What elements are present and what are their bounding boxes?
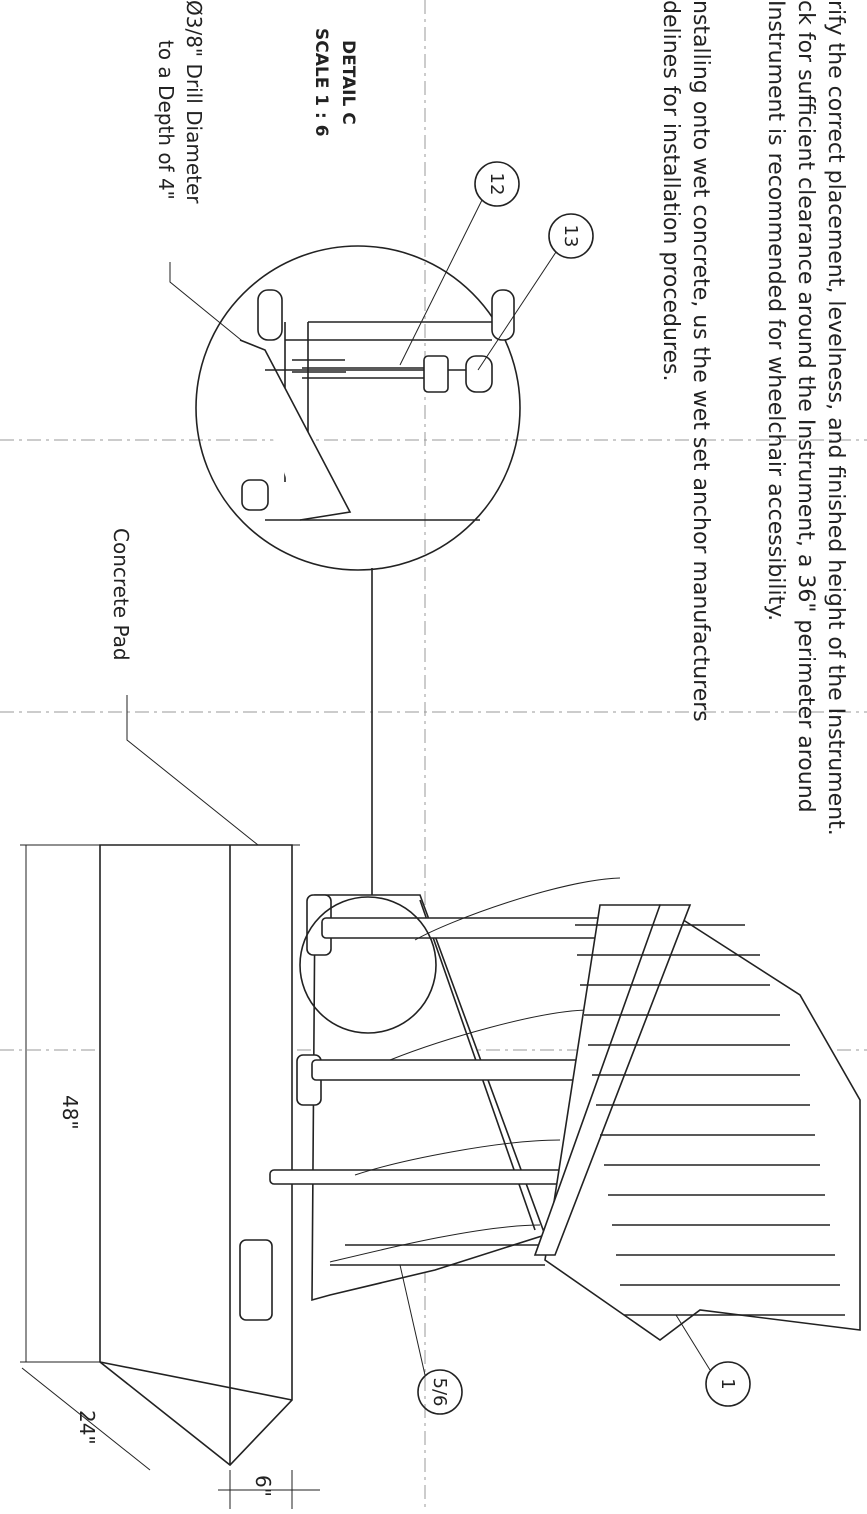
dimension-length: 48" (20, 844, 300, 1363)
detail-circle (195, 245, 521, 571)
installation-notes: rify the correct placement, levelness, a… (658, 0, 848, 836)
callout-13-circle (548, 213, 594, 259)
callout-1-leader (675, 1314, 711, 1371)
frame-leg-detail (239, 339, 480, 521)
dimension-thickness-text: 6" (251, 1475, 275, 1497)
callout-5-6: 5/6 (399, 1264, 463, 1415)
callout-12-label: 12 (486, 173, 507, 196)
dimension-width-text: 24" (75, 1410, 99, 1445)
concrete-pad-body (99, 844, 293, 1467)
note-line-2: ck for sufficient clearance around the I… (793, 0, 818, 813)
callout-1-circle (705, 1361, 751, 1407)
callout-13-leader (477, 251, 557, 371)
concrete-pad-text: Concrete Pad (109, 528, 133, 661)
drill-depth-text: to a Depth of 4" (154, 40, 178, 200)
instrument-rail (533, 904, 692, 1256)
dimension-thickness: 6" (218, 1470, 320, 1509)
frame-body (311, 894, 547, 1302)
callout-1-label: 1 (717, 1378, 738, 1389)
anchor-hardware (302, 355, 493, 393)
instrument-frame (239, 877, 621, 1321)
callout-12-leader (399, 199, 483, 366)
drill-note: Ø3/8" Drill Diameter to a Depth of 4" (154, 0, 269, 363)
concrete-pad-label: Concrete Pad (109, 528, 259, 846)
dimension-width: 24" (21, 1367, 151, 1471)
detail-c-view: 12 13 (195, 161, 594, 910)
callout-5-6-leader (399, 1264, 426, 1376)
note-line-5: delines for installation procedures. (658, 0, 683, 381)
detail-scale: SCALE 1 : 6 (311, 28, 331, 137)
callout-12-circle (474, 161, 520, 207)
instrument-bars (533, 904, 861, 1341)
callout-5-6-label: 5/6 (429, 1378, 450, 1407)
detail-c-marker-circle (299, 896, 437, 1034)
callout-5-6-circle (417, 1369, 463, 1415)
note-line-3: Instrument is recommended for wheelchair… (763, 0, 788, 621)
callout-1: 1 (675, 1314, 751, 1407)
detail-title: DETAIL C (338, 40, 358, 125)
concrete-pad (99, 844, 293, 1467)
detail-c-title: DETAIL C SCALE 1 : 6 (311, 28, 358, 137)
note-line-1: rify the correct placement, levelness, a… (823, 0, 848, 836)
callout-13-label: 13 (560, 225, 581, 248)
drill-diameter-text: Ø3/8" Drill Diameter (182, 0, 206, 204)
dimension-length-text: 48" (58, 1095, 82, 1130)
concrete-pad-leader (126, 695, 259, 846)
note-line-4: nstalling onto wet concrete, us the wet … (688, 0, 713, 722)
foot-plate (239, 1239, 273, 1321)
drill-leader (169, 262, 269, 363)
